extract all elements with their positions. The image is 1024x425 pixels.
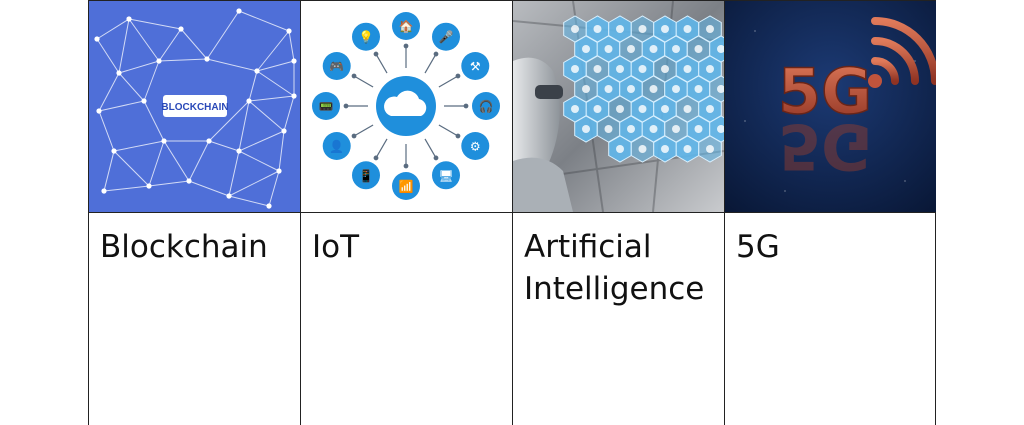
5g-logo-reflection: 5G [778,110,872,183]
5g-logo-text: 5G [778,55,872,128]
iot-device-icon: 👤 [322,132,351,160]
5g-signal-graphic: 5G 5G [725,1,936,212]
cloud-icon [384,90,427,116]
svg-text:👤: 👤 [329,140,344,154]
iot-device-icon: 🎤 [432,22,460,51]
ai-hexagon-icon [630,55,655,83]
iot-device-icon: 📟 [312,92,340,120]
5g-image: 5G 5G [725,1,936,212]
svg-text:💡: 💡 [359,30,374,44]
label-5g: 5G [736,229,780,265]
label-iot: IoT [312,229,360,265]
ai-hexagon-icon [698,55,722,83]
table-border-right [935,0,936,425]
robot-hexagon-graphic [513,1,724,212]
svg-text:🖥: 🖥 [438,169,453,183]
ai-hexagon-icon [608,135,632,163]
ai-hexagon-icon [619,35,643,63]
ai-hexagon-icon [664,35,688,63]
iot-device-icon: 🎧 [472,92,500,120]
label-blockchain: Blockchain [100,229,268,265]
column-ai: Artificial Intelligence [512,0,724,425]
label-ai: Artificial Intelligence [524,229,705,307]
blockchain-badge-text: BLOCKCHAIN [161,102,228,113]
ai-hexagon-icon [563,15,587,43]
column-divider-3 [724,0,725,425]
ai-hexagon-icon [709,75,724,103]
ai-hexagon-icon [709,35,724,63]
svg-text:🎧: 🎧 [479,100,494,114]
svg-text:📶: 📶 [399,180,414,194]
ai-hexagon-icon [630,15,655,43]
ai-hexagon-icon [686,115,711,143]
ai-hexagon-icon [574,75,598,103]
ai-hexagon-icon [563,55,587,83]
ai-hexagon-icon [709,115,724,143]
column-divider-2 [512,0,513,425]
iot-device-icon: ⚙ [461,132,490,160]
iot-device-icon: 🖥 [432,161,460,190]
iot-device-icon: 💡 [352,22,380,51]
ai-hexagon-icon [608,15,632,43]
column-iot: 🎤 ⚒ 🎧 ⚙ 🖥 📶 📱 👤 📟 🎮 💡 🏠 IoT [300,0,512,425]
iot-image: 🎤 ⚒ 🎧 ⚙ 🖥 📶 📱 👤 📟 🎮 💡 🏠 [301,1,512,212]
iot-device-icon: 📶 [392,172,420,200]
ai-hexagon-icon [585,55,610,83]
iot-cloud-hub-graphic: 🎤 ⚒ 🎧 ⚙ 🖥 📶 📱 👤 📟 🎮 💡 🏠 [301,1,512,212]
robot-visor [535,85,563,99]
svg-text:🏠: 🏠 [399,20,414,34]
ai-image [513,1,724,212]
ai-hexagon-icon [664,75,688,103]
iot-device-icon: 🏠 [392,12,420,40]
table-border-left [88,0,89,425]
svg-text:🎤: 🎤 [439,29,454,44]
ai-hexagon-icon [698,15,722,43]
signal-wave-icon [868,17,936,88]
svg-text:⚒: ⚒ [470,60,481,74]
ai-hexagon-icon [585,15,610,43]
ai-hexagon-icon [675,135,700,163]
column-5g: 5G 5G 5G [724,0,936,425]
column-divider-1 [300,0,301,425]
svg-text:📟: 📟 [319,100,334,114]
svg-text:⚙: ⚙ [470,140,481,154]
iot-device-icon: 📱 [352,161,380,190]
svg-text:📱: 📱 [359,169,374,183]
column-blockchain: BLOCKCHAIN Blockchain [88,0,300,425]
ai-hexagon-icon [608,55,632,83]
blockchain-image: BLOCKCHAIN [89,1,300,212]
ai-hexagon-icon [698,95,722,123]
blockchain-network-graphic: BLOCKCHAIN [89,1,300,212]
iot-device-icon: ⚒ [461,52,490,80]
svg-text:🎮: 🎮 [329,60,344,74]
iot-device-icon: 🎮 [322,52,351,80]
blockchain-badge [163,95,227,117]
ai-hexagon-icon [698,135,722,163]
